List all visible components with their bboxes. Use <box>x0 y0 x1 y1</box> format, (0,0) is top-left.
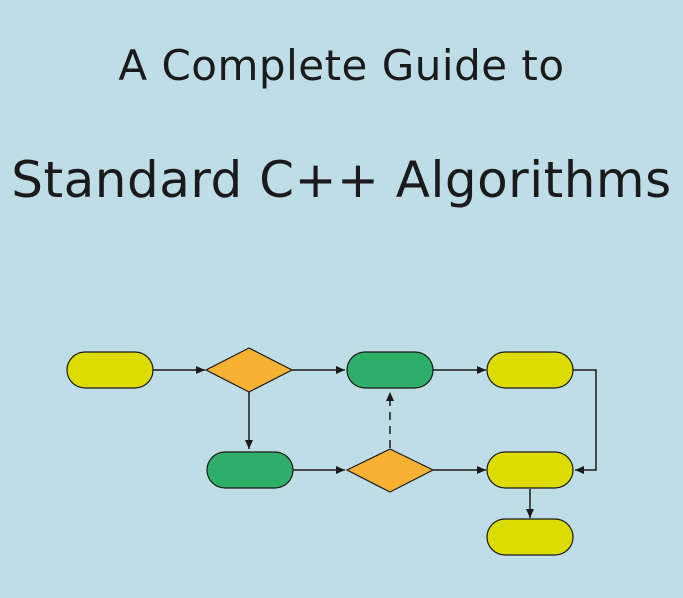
process-node-bottom <box>206 451 294 489</box>
terminal-node-top-right <box>486 351 574 389</box>
decision-node-top <box>204 347 294 393</box>
terminal-start-node <box>66 351 154 389</box>
terminal-node-middle-right <box>486 451 574 489</box>
connector-terminal-top-to-terminal-mid <box>573 369 597 474</box>
process-node-top <box>346 351 434 389</box>
cover-title-line-1: A Complete Guide to <box>118 41 565 90</box>
decision-node-bottom <box>345 448 435 493</box>
flowchart-shapes <box>66 347 574 556</box>
terminal-end-node <box>486 518 574 556</box>
flowchart-connectors <box>152 366 597 518</box>
cover-title-line-2: Standard C++ Algorithms <box>11 151 672 209</box>
